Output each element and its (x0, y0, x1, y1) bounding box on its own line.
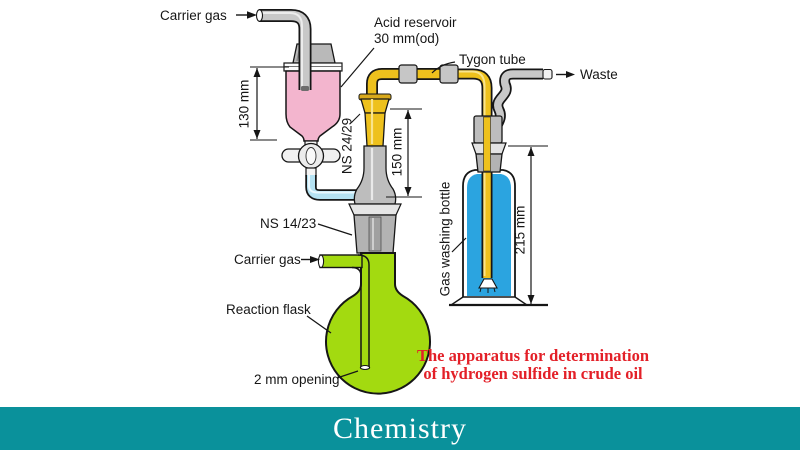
carrier-gas-bottom-label: Carrier gas (234, 252, 301, 267)
tygon-tube-run: Tygon tube (366, 52, 526, 293)
inlet-mouth (255, 9, 264, 22)
flask-side-arm (319, 254, 363, 269)
bottle-head (471, 115, 507, 173)
transfer-tube-highlight (308, 175, 357, 194)
acid-reservoir-label-2: 30 mm(od) (374, 31, 439, 46)
waste-tube-tip (542, 68, 553, 80)
inlet-tube-highlight (259, 12, 303, 88)
dim-150mm: 150 mm (386, 108, 422, 198)
ns-24-29-label: NS 24/29 (340, 118, 355, 174)
apparatus-diagram: Acid reservoir 30 mm(od) Carrier gas 130… (160, 8, 618, 395)
reservoir-rim (283, 62, 343, 72)
ns-14-23-pointer (317, 223, 353, 236)
acid-reservoir-pointer (340, 47, 375, 88)
waste-outlet: Waste (488, 67, 618, 143)
dim-215-arrow-down-icon (527, 295, 535, 304)
dim-130mm: 130 mm (237, 66, 289, 141)
inlet-tip (301, 86, 309, 91)
two-mm-pointer (336, 370, 359, 379)
flask-body (325, 252, 431, 395)
bottle-frit (478, 278, 498, 289)
dim-130-arrow-up-icon (253, 68, 261, 77)
acid-reservoir-label-1: Acid reservoir (374, 15, 457, 30)
dip-tube-outer (357, 254, 370, 367)
reservoir-body (285, 70, 341, 142)
footer-bar: Chemistry (0, 407, 800, 450)
stopcock (281, 140, 341, 177)
acid-reservoir: Acid reservoir 30 mm(od) (283, 15, 457, 142)
frit-serration (479, 287, 496, 293)
dip-tube-opening (359, 364, 371, 371)
waste-arrow-icon (566, 71, 575, 78)
carrier-gas-bottom-arrow-icon (310, 256, 320, 263)
waste-label: Waste (580, 67, 618, 82)
tygon-tube-label: Tygon tube (459, 52, 526, 67)
gas-washing-bottle-label: Gas washing bottle (438, 182, 453, 297)
reaction-flask: Carrier gas Reaction flask 2 mm opening (226, 252, 431, 395)
dip-tube-inner (351, 266, 362, 367)
two-mm-opening-label: 2 mm opening (254, 372, 340, 387)
carrier-gas-inlet-top: Carrier gas (160, 8, 312, 91)
footer-title: Chemistry (333, 412, 467, 445)
ns-24-29-pointer (350, 113, 361, 124)
tygon-highlight (459, 70, 486, 276)
caption-line-2: of hydrogen sulfide in crude oil (423, 364, 643, 383)
ns-14-23-label: NS 14/23 (260, 216, 316, 231)
side-arm-mouth (317, 254, 325, 269)
stopcock-stem-bottom (305, 167, 317, 177)
dim-130-arrow-down-icon (253, 130, 261, 139)
reaction-flask-pointer (306, 315, 332, 334)
bottle-inner-tube (483, 116, 491, 172)
tube-fitting-1 (398, 64, 418, 84)
dim-215-arrow-up-icon (527, 147, 535, 156)
tube-fitting-2 (439, 64, 459, 84)
stopcock-plug (305, 147, 317, 165)
dim-150-label: 150 mm (390, 128, 405, 177)
flask-cup (348, 203, 402, 216)
reaction-flask-label: Reaction flask (226, 302, 311, 317)
joint-collar (360, 98, 390, 114)
ground-inner-tube (368, 216, 382, 252)
bottle-foot (448, 296, 530, 306)
dim-150-arrow-up-icon (404, 110, 412, 119)
dim-215-label: 215 mm (513, 206, 528, 255)
caption: The apparatus for determination of hydro… (404, 347, 662, 383)
dim-130-label: 130 mm (237, 80, 252, 129)
center-tube-lower: NS 14/23 (260, 145, 402, 254)
carrier-gas-top-arrow-icon (247, 11, 257, 19)
carrier-gas-top-label: Carrier gas (160, 8, 227, 23)
dim-215mm: 215 mm (508, 145, 548, 304)
joint-body (364, 112, 386, 147)
gas-washing-pointer (451, 237, 467, 253)
tygon-pointer (431, 61, 456, 74)
dim-150-arrow-down-icon (404, 187, 412, 196)
caption-line-1: The apparatus for determination (416, 346, 650, 365)
